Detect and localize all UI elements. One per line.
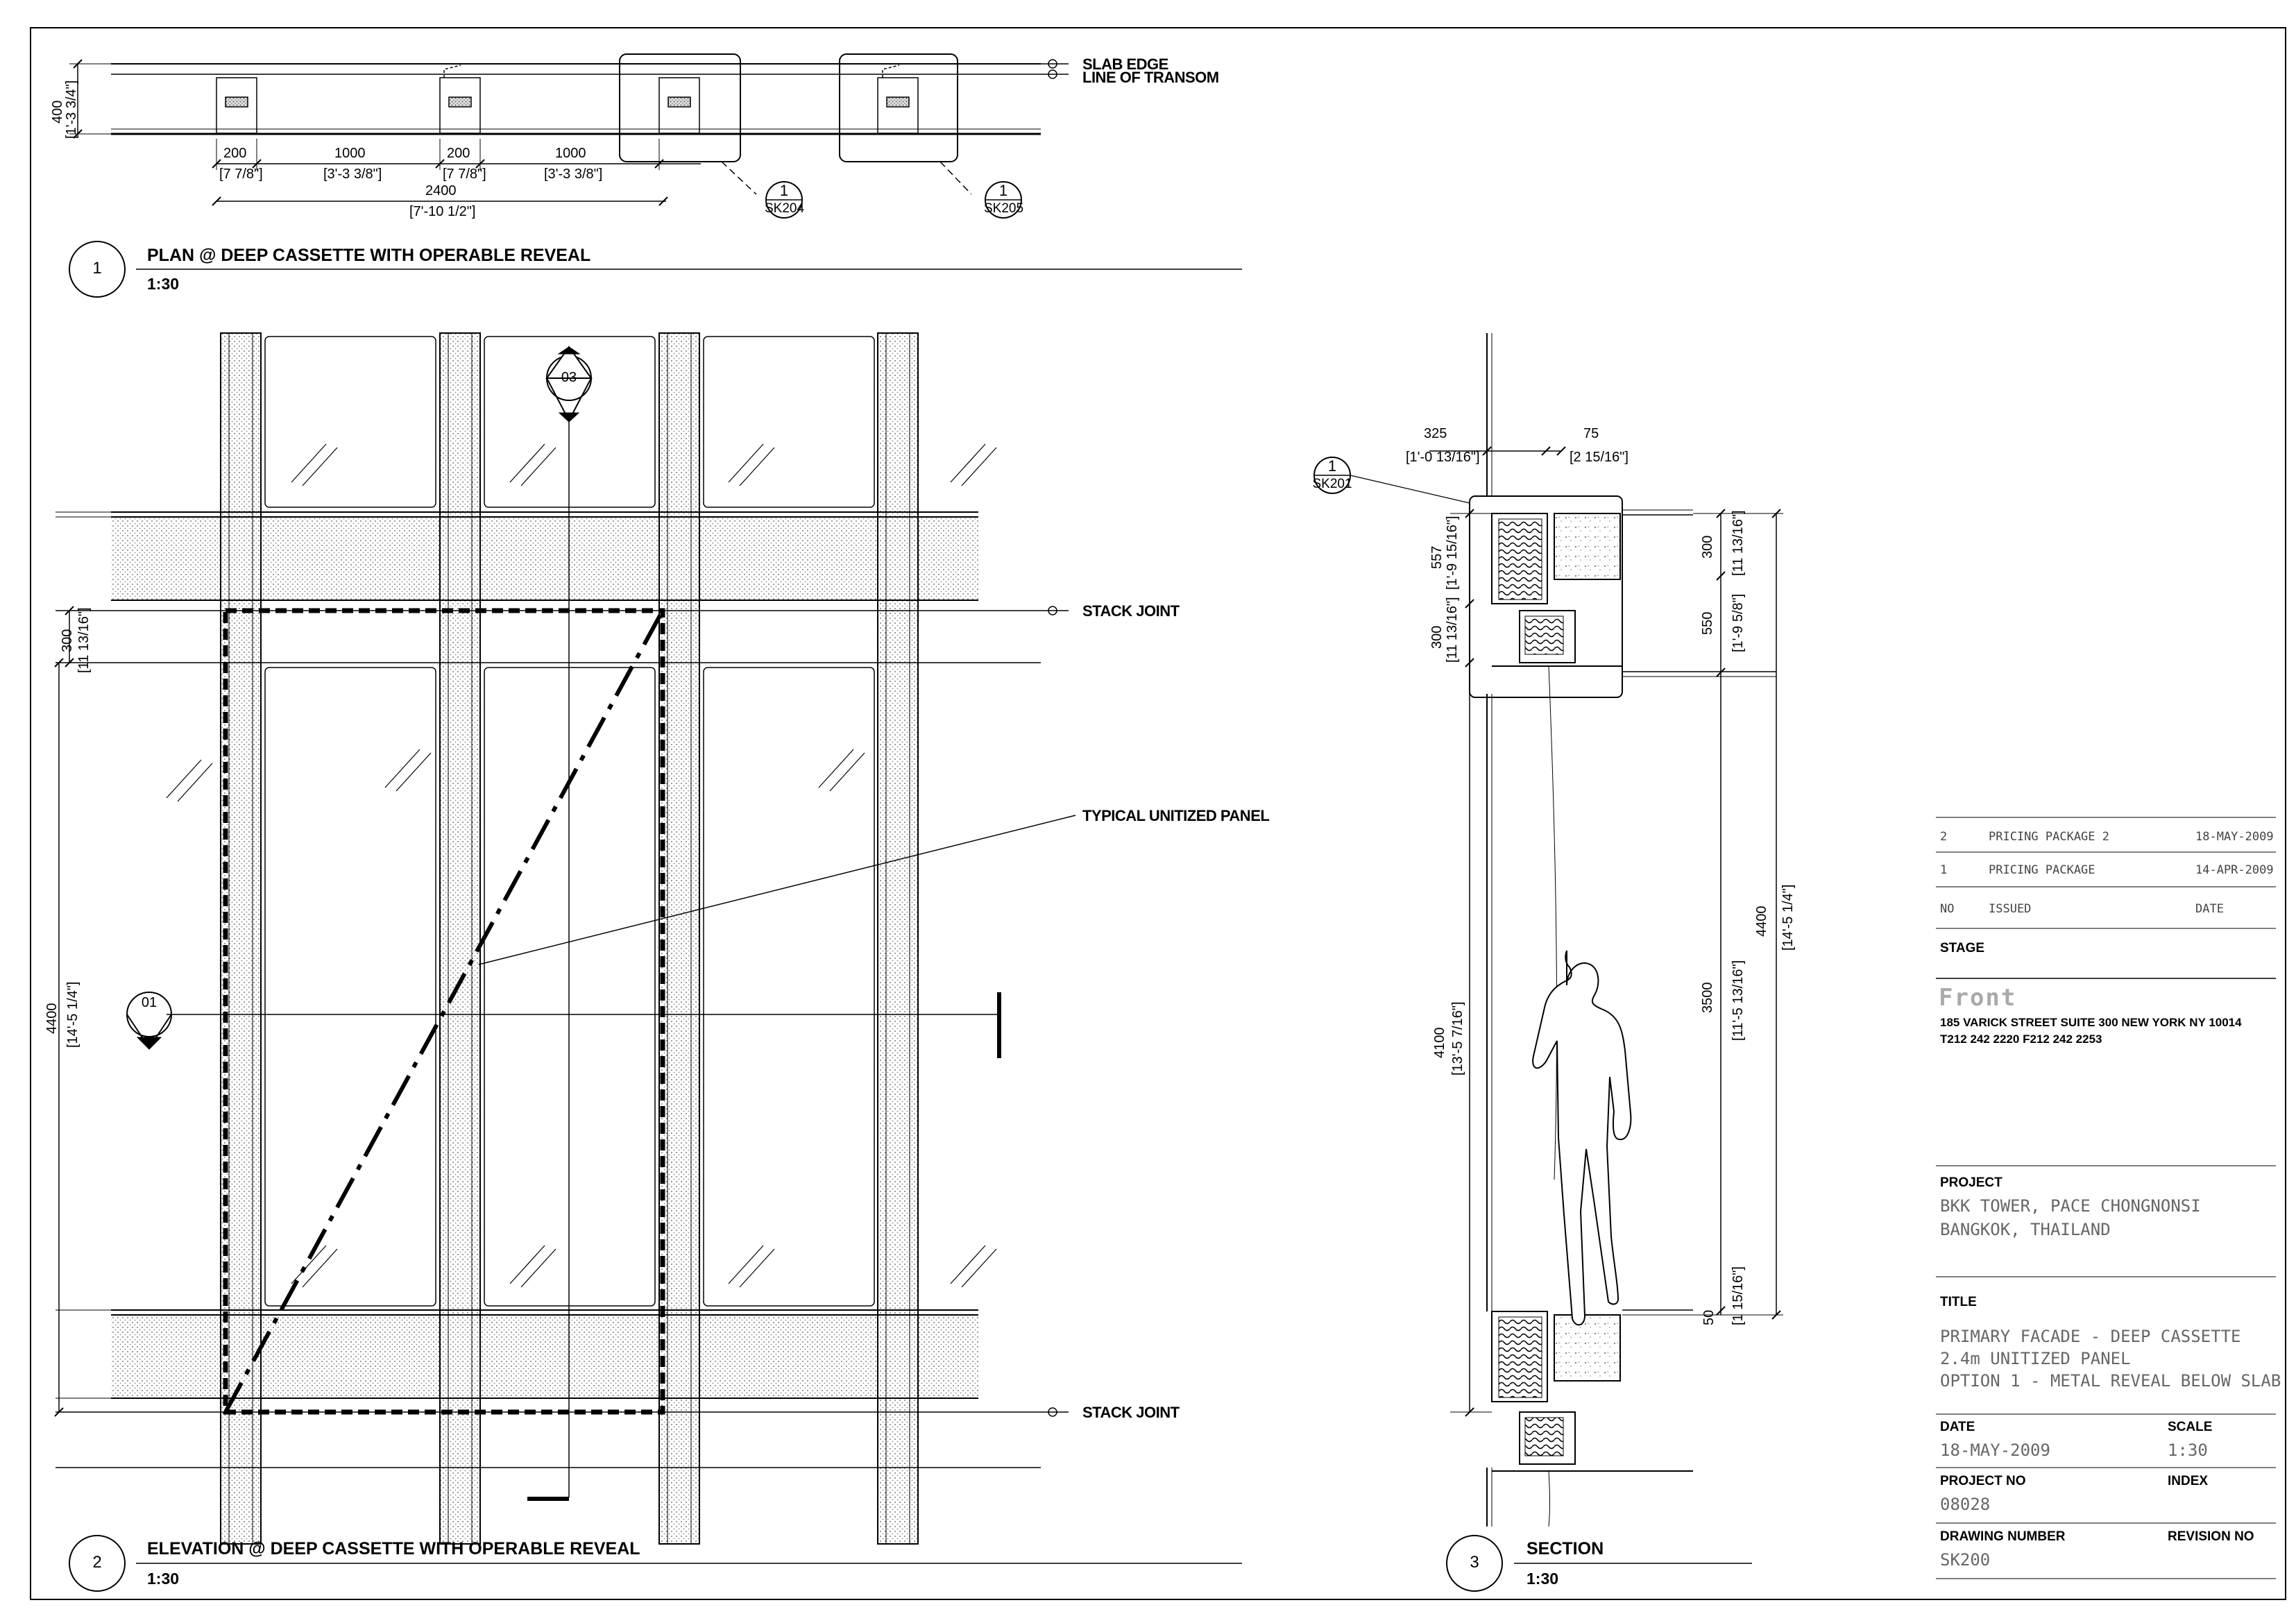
sec-dim-50: 50 xyxy=(1701,1309,1717,1325)
sec-dim-557-imp: [1'-9 15/16"] xyxy=(1445,516,1460,590)
plan-dim-1000b: 1000 xyxy=(555,146,586,161)
sec-dim-4400-imp: [14'-5 1/4"] xyxy=(1780,884,1796,951)
sec-dim-75: 75 xyxy=(1583,426,1599,441)
revision-no-label: REVISION NO xyxy=(2168,1529,2254,1544)
rev-header-issued: ISSUED xyxy=(1989,902,2032,916)
plan-dim-1000a: 1000 xyxy=(334,146,366,161)
sec-dim-75-imp: [2 15/16"] xyxy=(1570,450,1629,465)
sec-dim-300l: 300 xyxy=(1429,625,1445,649)
sec-dim-4100: 4100 xyxy=(1432,1027,1447,1059)
title-line-2: 2.4m UNITIZED PANEL xyxy=(1940,1349,2131,1368)
index-label: INDEX xyxy=(2168,1474,2209,1488)
typical-unitized-panel-label: TYPICAL UNITIZED PANEL xyxy=(1082,807,1270,824)
elevation-title: ELEVATION @ DEEP CASSETTE WITH OPERABLE … xyxy=(147,1539,640,1558)
sec-dim-557: 557 xyxy=(1429,545,1445,569)
plan-dim-200b-imp: [7 7/8"] xyxy=(443,167,486,182)
rev-header-no: NO xyxy=(1940,902,1955,916)
plan-dim-200a: 200 xyxy=(223,146,247,161)
elev-dim-4400-imp: [14'-5 1/4"] xyxy=(65,981,80,1048)
plan-dim-1000b-imp: [3'-3 3/8"] xyxy=(544,167,603,182)
project-line-2: BANGKOK, THAILAND xyxy=(1940,1220,2111,1239)
date-label: DATE xyxy=(1940,1420,1975,1434)
stage-label: STAGE xyxy=(1940,941,1985,955)
sec-dim-50-imp: [1 15/16"] xyxy=(1730,1266,1746,1325)
section-mark-03[interactable]: 03 xyxy=(561,370,577,385)
title-line-3: OPTION 1 - METAL REVEAL BELOW SLAB xyxy=(1940,1371,2281,1391)
firm-address-2: T212 242 2220 F212 242 2253 xyxy=(1940,1033,2102,1046)
sec-dim-4100-imp: [13'-5 7/16"] xyxy=(1450,1001,1465,1076)
sec-dim-550: 550 xyxy=(1700,611,1715,635)
callout-sheet-sk204[interactable]: SK204 xyxy=(765,201,805,216)
drawing-number-label: DRAWING NUMBER xyxy=(1940,1529,2066,1544)
scale-value: 1:30 xyxy=(2168,1441,2208,1460)
sec-dim-300l-imp: [11 13/16"] xyxy=(1445,597,1460,663)
plan-depth-mm: 400 xyxy=(50,100,65,124)
title-label: TITLE xyxy=(1940,1295,1977,1309)
drawing-number-value: SK200 xyxy=(1940,1550,1991,1570)
project-line-1: BKK TOWER, PACE CHONGNONSI xyxy=(1940,1196,2201,1216)
plan-title: PLAN @ DEEP CASSETTE WITH OPERABLE REVEA… xyxy=(147,246,591,265)
rev-2-no: 2 xyxy=(1940,830,1948,844)
sec-dim-550-imp: [1'-9 5/8"] xyxy=(1730,593,1746,652)
plan-dim-1000a-imp: [3'-3 3/8"] xyxy=(323,167,382,182)
firm-address-1: 185 VARICK STREET SUITE 300 NEW YORK NY … xyxy=(1940,1016,2242,1029)
plan-dim-200a-imp: [7 7/8"] xyxy=(219,167,263,182)
person-silhouette xyxy=(1532,950,1632,1326)
project-label: PROJECT xyxy=(1940,1175,2002,1190)
sec-callout-num: 1 xyxy=(1327,457,1337,475)
section-title: SECTION xyxy=(1527,1539,1604,1558)
elevation-scale: 1:30 xyxy=(147,1570,180,1588)
rev-1-issued: PRICING PACKAGE xyxy=(1989,863,2095,877)
section-bubble-number: 3 xyxy=(1470,1553,1479,1572)
callout-num-2: 1 xyxy=(998,182,1008,199)
plan-scale: 1:30 xyxy=(147,275,180,293)
section-view xyxy=(1313,333,1783,1592)
section-mark-01[interactable]: 01 xyxy=(141,995,158,1010)
rev-2-issued: PRICING PACKAGE 2 xyxy=(1989,830,2109,844)
date-value: 18-MAY-2009 xyxy=(1940,1441,2050,1460)
sec-dim-3500-imp: [11'-5 13/16"] xyxy=(1730,960,1746,1041)
plan-dim-total: 2400 xyxy=(425,183,457,198)
rev-2-date: 18-MAY-2009 xyxy=(2195,830,2274,844)
sec-dim-300r-imp: [11 13/16"] xyxy=(1730,510,1746,576)
sec-dim-3500: 3500 xyxy=(1700,982,1715,1014)
section-scale: 1:30 xyxy=(1527,1570,1559,1588)
title-block-lines xyxy=(1936,817,2276,1579)
project-no-value: 08028 xyxy=(1940,1495,1991,1514)
sec-dim-325-imp: [1'-0 13/16"] xyxy=(1406,450,1480,465)
callout-sheet-sk205[interactable]: SK205 xyxy=(984,201,1024,216)
sec-callout-sheet[interactable]: SK201 xyxy=(1312,477,1352,491)
rev-1-no: 1 xyxy=(1940,863,1948,877)
stack-joint-bottom-label: STACK JOINT xyxy=(1082,1404,1180,1421)
elev-dim-300-imp: [11 13/16"] xyxy=(76,607,92,673)
project-no-label: PROJECT NO xyxy=(1940,1474,2026,1488)
scale-label: SCALE xyxy=(2168,1420,2213,1434)
line-of-transom-label: LINE OF TRANSOM xyxy=(1082,69,1219,86)
sec-dim-325: 325 xyxy=(1424,426,1447,441)
sheet-border xyxy=(30,27,2286,1600)
rev-header-date: DATE xyxy=(2195,902,2224,916)
plan-depth-imp: [1'-3 3/4"] xyxy=(64,80,79,139)
sec-dim-300r: 300 xyxy=(1700,535,1715,559)
elevation-view xyxy=(54,332,1242,1592)
elev-dim-4400: 4400 xyxy=(44,1003,60,1035)
callout-num-1: 1 xyxy=(779,182,789,199)
rev-1-date: 14-APR-2009 xyxy=(2195,863,2274,877)
plan-view xyxy=(69,53,1242,298)
slab-edge-label: SLAB EDGE xyxy=(1082,56,1168,73)
plan-dim-total-imp: [7'-10 1/2"] xyxy=(409,204,476,219)
stack-joint-top-label: STACK JOINT xyxy=(1082,602,1180,620)
plan-dim-200b: 200 xyxy=(447,146,470,161)
elevation-bubble-number: 2 xyxy=(92,1553,102,1572)
title-line-1: PRIMARY FACADE - DEEP CASSETTE xyxy=(1940,1327,2241,1346)
plan-bubble-number: 1 xyxy=(92,259,102,278)
elev-dim-300: 300 xyxy=(60,629,75,652)
front-logo: Front xyxy=(1939,984,2017,1012)
sec-dim-4400: 4400 xyxy=(1754,906,1769,937)
